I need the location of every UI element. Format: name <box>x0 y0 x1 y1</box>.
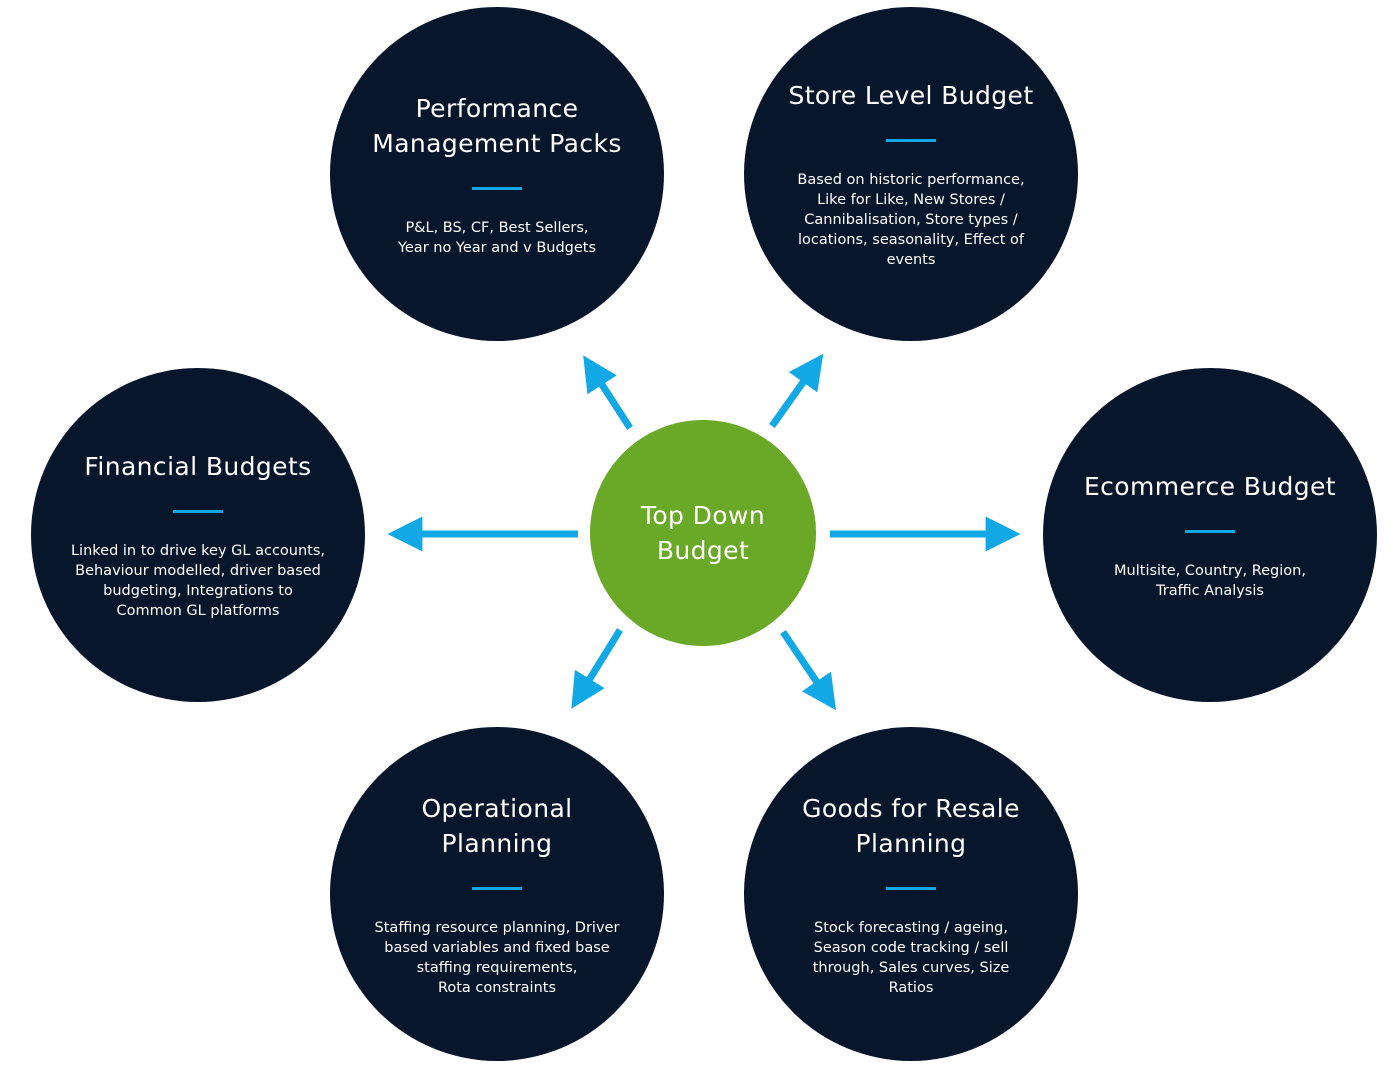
node-title: Financial Budgets <box>84 452 312 481</box>
node-title: Operational Planning <box>421 793 573 858</box>
arrow-to-store-level-budget <box>769 353 824 429</box>
node-description: Staffing resource planning, Driver based… <box>374 919 620 996</box>
arrow-to-performance-management-packs <box>583 355 633 430</box>
node-goods-for-resale-planning: Goods for Resale Planning Stock forecast… <box>744 727 1078 1061</box>
node-title: Store Level Budget <box>788 81 1034 110</box>
center-node-top-down-budget: Top Down Budget <box>590 420 816 646</box>
center-label: Top Down Budget <box>640 501 766 565</box>
node-store-level-budget: Store Level Budget Based on historic per… <box>744 7 1078 341</box>
node-financial-budgets: Financial Budgets Linked in to drive key… <box>31 368 365 702</box>
node-divider <box>1185 530 1235 533</box>
node-performance-management-packs: Performance Management Packs P&L, BS, CF… <box>330 7 664 341</box>
node-divider <box>886 139 936 142</box>
node-operational-planning: Operational Planning Staffing resource p… <box>330 727 664 1061</box>
node-description: Linked in to drive key GL accounts, Beha… <box>70 543 326 619</box>
node-title: Goods for Resale Planning <box>802 793 1020 858</box>
node-description: Multisite, Country, Region, Traffic Anal… <box>1114 563 1306 599</box>
node-title: Performance Management Packs <box>372 93 622 158</box>
node-divider <box>173 510 223 513</box>
node-description: Based on historic performance, Like for … <box>797 172 1025 268</box>
node-divider <box>886 886 936 890</box>
arrow-to-goods-for-resale-planning <box>780 630 837 711</box>
arrow-to-operational-planning <box>571 628 623 709</box>
node-divider <box>472 886 522 890</box>
node-title: Ecommerce Budget <box>1083 472 1337 501</box>
node-description: Stock forecasting / ageing, Season code … <box>812 919 1010 996</box>
node-description: P&L, BS, CF, Best Sellers, Year no Year … <box>397 219 597 256</box>
node-ecommerce-budget: Ecommerce Budget Multisite, Country, Reg… <box>1043 368 1377 702</box>
node-divider <box>472 186 522 190</box>
